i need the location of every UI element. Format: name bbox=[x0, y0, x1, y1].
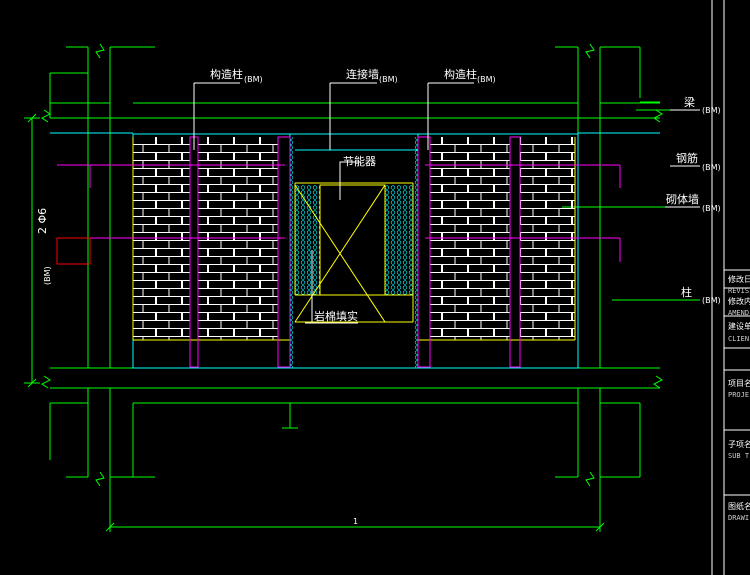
label-dim-vertical-note: (BM) bbox=[43, 266, 52, 285]
tb-row-5-en: DRAWI bbox=[728, 514, 749, 522]
tb-row-2-cn: 建设单 bbox=[728, 321, 750, 331]
red-marker bbox=[56, 237, 91, 265]
label-zhu: 柱 bbox=[681, 285, 692, 299]
label-ljg-note: (BM) bbox=[379, 75, 398, 84]
label-ljg: 连接墙 bbox=[346, 67, 379, 81]
tb-row-3-en: PROJE bbox=[728, 391, 749, 399]
annotation-labels: 构造柱 (BM) 连接墙 (BM) 构造柱 (BM) 梁 (BM) 钢筋 (BM… bbox=[36, 67, 721, 526]
label-qiti: 砌体墙 bbox=[666, 192, 699, 206]
label-qiti-note: (BM) bbox=[702, 204, 721, 213]
tb-row-0-en: REVISI bbox=[728, 287, 750, 295]
energy-device bbox=[294, 182, 414, 323]
leader-lines bbox=[193, 82, 700, 324]
label-gzz-left-note: (BM) bbox=[244, 75, 263, 84]
label-gzz-left: 构造柱 bbox=[210, 67, 243, 81]
label-liang: 梁 bbox=[684, 95, 695, 109]
label-gangjin-note: (BM) bbox=[702, 163, 721, 172]
tb-row-0-cn: 修改日 bbox=[728, 274, 750, 284]
tb-row-1-cn: 修改内 bbox=[728, 296, 750, 306]
label-dim-bottom: 1 bbox=[353, 517, 358, 526]
tb-row-1-en: AMEND bbox=[728, 309, 749, 317]
label-liang-note: (BM) bbox=[702, 106, 721, 115]
label-dim-vertical: 2 Φ6 bbox=[36, 208, 49, 234]
tb-row-3-cn: 项目名 bbox=[728, 378, 750, 388]
label-yanmian: 岩棉填实 bbox=[314, 309, 358, 323]
tb-row-2-en: CLIEN bbox=[728, 335, 749, 343]
rock-wool-insulation bbox=[290, 137, 418, 368]
concrete-frame bbox=[24, 43, 700, 532]
tb-row-4-en: SUB T bbox=[728, 452, 750, 460]
label-zhu-note: (BM) bbox=[702, 296, 721, 305]
label-gangjin: 钢筋 bbox=[676, 151, 698, 165]
title-block: 修改日 REVISI 修改内 AMEND 建设单 CLIEN 项目名 PROJE… bbox=[711, 0, 750, 575]
label-gzz-right: 构造柱 bbox=[444, 67, 477, 81]
tb-row-4-cn: 子项名 bbox=[728, 439, 750, 449]
label-jieneng: 节能器 bbox=[343, 154, 376, 168]
label-gzz-right-note: (BM) bbox=[477, 75, 496, 84]
tb-row-5-cn: 图纸名 bbox=[728, 501, 750, 511]
